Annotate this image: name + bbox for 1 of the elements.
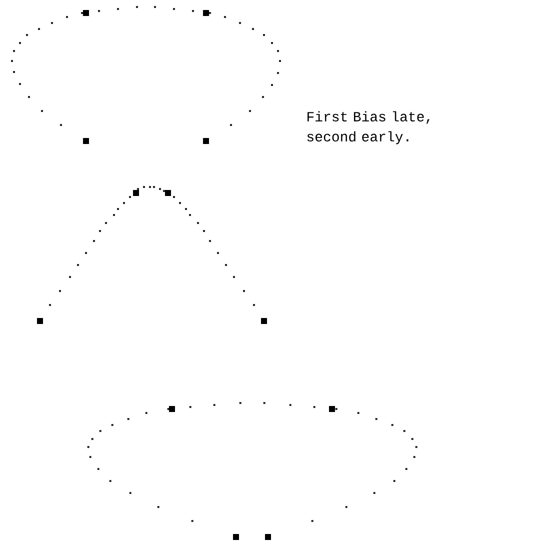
note-text: First Bias late, second early. [307, 111, 430, 144]
